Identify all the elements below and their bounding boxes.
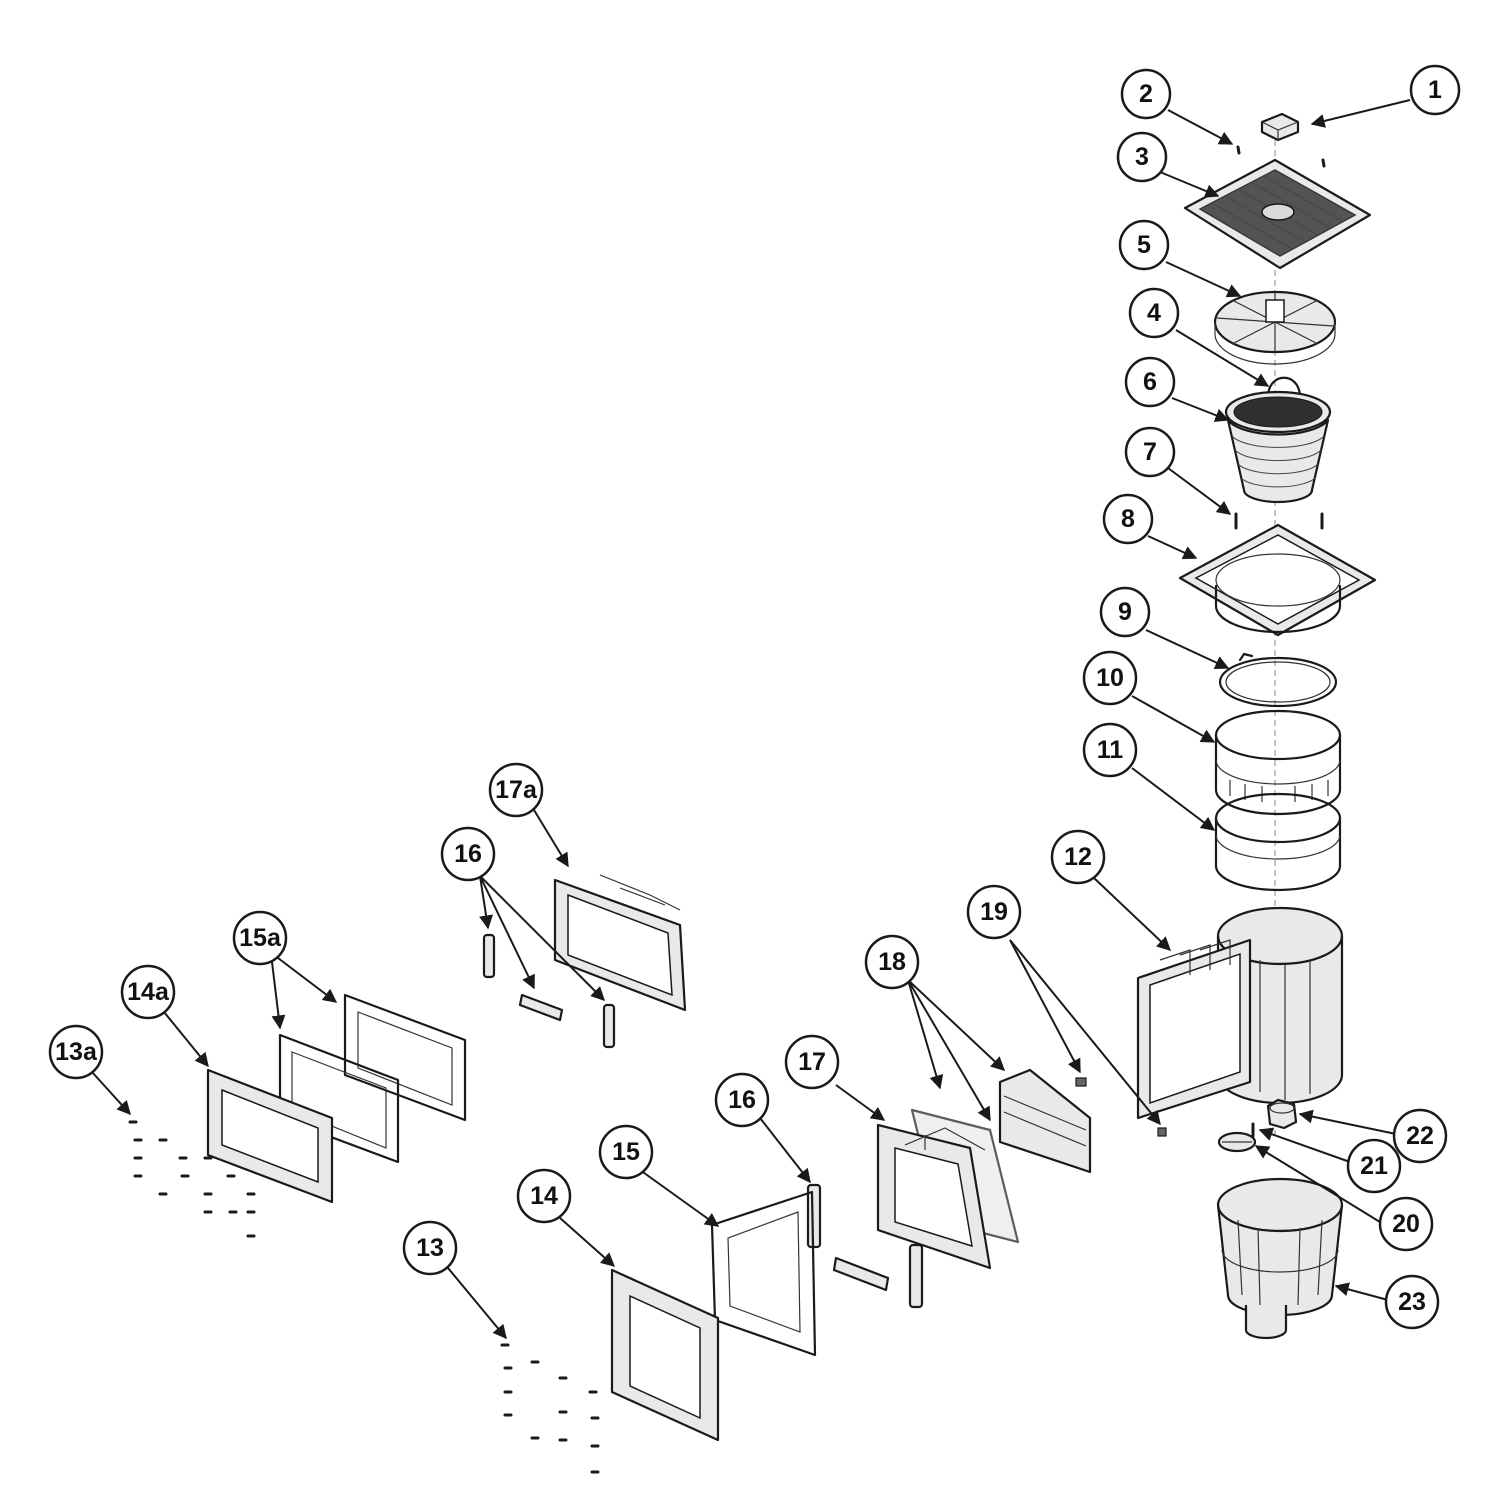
callout-6: 6 — [1124, 356, 1176, 408]
svg-text:16: 16 — [454, 840, 482, 868]
callout-23: 23 — [1384, 1274, 1440, 1330]
callout-16-top: 16 — [440, 826, 496, 882]
part-13a-screws — [128, 1120, 256, 1238]
part-16-strips-bottom — [806, 1183, 924, 1309]
part-14-faceplate — [610, 1268, 720, 1442]
callout-22: 22 — [1392, 1108, 1448, 1164]
part-17-faceplate — [876, 1108, 1020, 1270]
svg-text:15a: 15a — [239, 924, 282, 952]
part-3-grate-lid — [1183, 158, 1372, 270]
svg-text:4: 4 — [1147, 299, 1161, 327]
svg-text:10: 10 — [1096, 664, 1124, 692]
svg-text:3: 3 — [1135, 143, 1149, 171]
callout-1: 1 — [1409, 64, 1461, 116]
callout-13: 13 — [402, 1220, 458, 1276]
svg-text:8: 8 — [1121, 505, 1135, 533]
part-18-weir — [998, 1068, 1092, 1174]
part-5-diffuser-disc — [1213, 290, 1337, 365]
svg-text:2: 2 — [1139, 80, 1153, 108]
svg-text:11: 11 — [1097, 736, 1124, 764]
part-13-screws — [500, 1343, 600, 1474]
part-12-skimmer-body — [1136, 906, 1344, 1120]
svg-text:1: 1 — [1428, 76, 1442, 104]
callout-14a: 14a — [120, 964, 176, 1020]
callout-7: 7 — [1124, 426, 1176, 478]
svg-text:16: 16 — [728, 1086, 756, 1114]
callout-17a: 17a — [488, 762, 544, 818]
callout-5: 5 — [1118, 219, 1170, 271]
svg-text:12: 12 — [1064, 843, 1092, 871]
callout-4: 4 — [1128, 287, 1180, 339]
part-7-screws — [1234, 512, 1324, 530]
part-6-basket — [1224, 390, 1332, 504]
callout-16-bottom: 16 — [714, 1072, 770, 1128]
part-15a-gaskets — [278, 993, 467, 1164]
callout-18: 18 — [864, 934, 920, 990]
callout-12: 12 — [1050, 829, 1106, 885]
callout-2: 2 — [1120, 68, 1172, 120]
callout-14: 14 — [516, 1168, 572, 1224]
svg-text:5: 5 — [1137, 231, 1151, 259]
part-1-lid-knob — [1260, 112, 1300, 142]
svg-text:17a: 17a — [495, 776, 538, 804]
svg-text:20: 20 — [1392, 1210, 1420, 1238]
callout-8: 8 — [1102, 493, 1154, 545]
svg-text:17: 17 — [798, 1048, 826, 1076]
callout-15a: 15a — [232, 910, 288, 966]
svg-text:9: 9 — [1118, 598, 1132, 626]
callout-15: 15 — [598, 1124, 654, 1180]
callout-17: 17 — [784, 1034, 840, 1090]
svg-text:15: 15 — [612, 1138, 640, 1166]
part-8-collar — [1178, 523, 1377, 637]
callout-13a: 13a — [48, 1024, 104, 1080]
svg-text:7: 7 — [1143, 438, 1157, 466]
callout-20: 20 — [1378, 1196, 1434, 1252]
part-15-gasket — [710, 1190, 817, 1357]
callout-9: 9 — [1099, 586, 1151, 638]
svg-text:23: 23 — [1398, 1288, 1426, 1316]
part-20-flapper — [1217, 1131, 1257, 1153]
svg-text:14a: 14a — [127, 978, 170, 1006]
callout-10: 10 — [1082, 650, 1138, 706]
svg-text:18: 18 — [878, 948, 906, 976]
callout-3: 3 — [1116, 131, 1168, 183]
part-23-bottom-cup — [1216, 1177, 1344, 1340]
leader-lines — [91, 99, 1411, 1340]
callout-19: 19 — [966, 884, 1022, 940]
svg-text:21: 21 — [1360, 1152, 1388, 1180]
part-4-basket-handle — [1266, 376, 1302, 397]
part-19-screws — [1075, 1077, 1167, 1137]
part-16-strips-top — [482, 933, 616, 1049]
part-22-fitting — [1266, 1098, 1298, 1130]
svg-text:13: 13 — [416, 1234, 444, 1262]
part-9-ring — [1218, 652, 1338, 708]
part-10-extension-collar — [1214, 709, 1342, 816]
part-2-pins — [1236, 145, 1326, 168]
part-14a-faceplate — [206, 1068, 334, 1204]
callout-21: 21 — [1346, 1138, 1402, 1194]
svg-text:14: 14 — [530, 1182, 558, 1210]
part-11-extension — [1214, 792, 1342, 892]
svg-text:19: 19 — [980, 898, 1008, 926]
svg-text:13a: 13a — [55, 1038, 98, 1066]
svg-text:22: 22 — [1406, 1122, 1434, 1150]
svg-text:6: 6 — [1143, 368, 1157, 396]
callout-11: 11 — [1082, 722, 1138, 778]
part-17a-faceplate — [553, 874, 687, 1012]
